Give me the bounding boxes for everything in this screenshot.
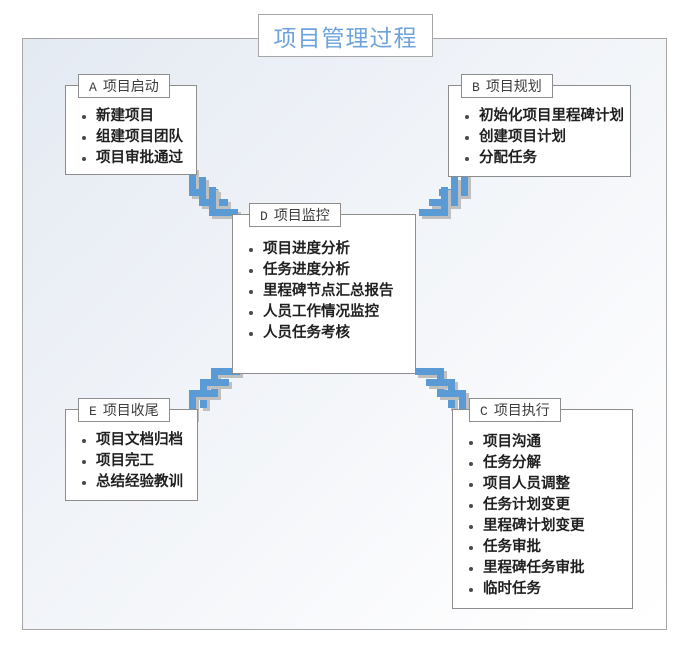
process-item-list-c: 项目沟通 任务分解 项目人员调整 任务计划变更 里程碑计划变更 任务审批 里程碑… [453,410,632,606]
process-item-list-e: 项目文档归档 项目完工 总结经验教训 [66,410,197,499]
process-tag-b: B [472,80,480,95]
process-label-b: B 项目规划 [461,74,553,98]
process-title-d: 项目监控 [273,207,330,223]
list-item: 项目审批通过 [82,148,196,169]
process-box-a[interactable]: A 项目启动 新建项目 组建项目团队 项目审批通过 [65,74,197,175]
list-item: 项目人员调整 [469,474,632,495]
list-item: 里程碑计划变更 [469,516,632,537]
list-item: 人员工作情况监控 [249,302,415,323]
list-item: 任务计划变更 [469,495,632,516]
process-box-e[interactable]: E 项目收尾 项目文档归档 项目完工 总结经验教训 [65,398,198,501]
process-box-b[interactable]: B 项目规划 初始化项目里程碑计划 创建项目计划 分配任务 [448,74,631,177]
list-item: 项目进度分析 [249,239,415,260]
process-title-a: 项目启动 [102,78,159,94]
list-item: 项目沟通 [469,432,632,453]
list-item: 创建项目计划 [465,127,630,148]
process-tag-d: D [260,209,268,224]
process-tag-e: E [89,404,97,419]
list-item: 组建项目团队 [82,127,196,148]
process-label-d: D 项目监控 [249,203,341,227]
process-item-list-d: 项目进度分析 任务进度分析 里程碑节点汇总报告 人员工作情况监控 人员任务考核 [233,215,415,350]
process-label-a: A 项目启动 [78,74,170,98]
diagram-title: 项目管理过程 [258,14,433,57]
list-item: 任务审批 [469,537,632,558]
process-label-c: C 项目执行 [469,398,561,422]
list-item: 里程碑任务审批 [469,558,632,579]
arrow-b-to-d [410,163,472,225]
process-title-e: 项目收尾 [102,402,159,418]
list-item: 任务分解 [469,453,632,474]
process-tag-a: A [89,80,97,95]
list-item: 里程碑节点汇总报告 [249,281,415,302]
process-tag-c: C [480,404,488,419]
list-item: 项目完工 [82,451,197,472]
process-title-b: 项目规划 [485,78,542,94]
process-item-list-a: 新建项目 组建项目团队 项目审批通过 [66,86,196,175]
process-label-e: E 项目收尾 [78,398,170,422]
list-item: 新建项目 [82,106,196,127]
process-title-c: 项目执行 [493,402,550,418]
process-item-list-b: 初始化项目里程碑计划 创建项目计划 分配任务 [449,86,630,175]
process-box-c[interactable]: C 项目执行 项目沟通 任务分解 项目人员调整 任务计划变更 里程碑计划变更 任务… [452,398,633,609]
arrow-c-to-d [411,368,473,430]
list-item: 项目文档归档 [82,430,197,451]
list-item: 分配任务 [465,148,630,169]
list-item: 任务进度分析 [249,260,415,281]
list-item: 总结经验教训 [82,472,197,493]
list-item: 人员任务考核 [249,323,415,344]
list-item: 初始化项目里程碑计划 [465,106,630,127]
process-box-d[interactable]: D 项目监控 项目进度分析 任务进度分析 里程碑节点汇总报告 人员工作情况监控 人… [232,203,416,374]
list-item: 临时任务 [469,579,632,600]
